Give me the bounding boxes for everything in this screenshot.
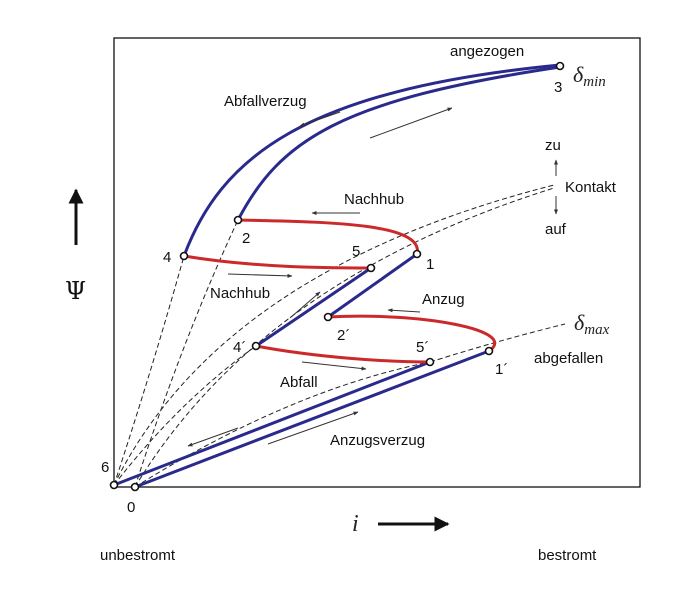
plot-frame	[113, 37, 641, 488]
arrow-abfall	[301, 361, 367, 371]
arrow-anzug	[387, 308, 421, 313]
delta-min-base: δ	[573, 62, 584, 87]
label-point-4prime: 4´	[233, 339, 246, 356]
point-1	[412, 249, 422, 259]
x-axis-symbol: i	[352, 511, 359, 537]
label-abfall: Abfall	[280, 374, 318, 391]
dashed-curves	[113, 184, 566, 488]
point-markers	[109, 61, 565, 492]
point-2	[233, 215, 243, 225]
label-point-1: 1	[426, 256, 434, 273]
label-point-1prime: 1´	[495, 361, 508, 378]
label-anzug: Anzug	[422, 291, 465, 308]
label-auf: auf	[545, 221, 567, 238]
path-6-5prime	[112, 360, 432, 487]
point-4prime	[251, 341, 261, 351]
label-point-5prime: 5´	[416, 339, 429, 356]
label-nachhub-top: Nachhub	[344, 191, 404, 208]
path-2prime-1	[326, 252, 419, 319]
point-3	[555, 61, 565, 71]
path-2prime-1prime	[326, 314, 497, 353]
arrow-abfallverzug	[299, 111, 341, 127]
arrow-lower-left	[187, 427, 239, 447]
point-1prime	[484, 346, 494, 356]
label-kontakt: Kontakt	[565, 179, 617, 196]
label-point-5: 5	[352, 243, 360, 260]
label-zu: zu	[545, 137, 561, 154]
path-4prime-5prime	[254, 344, 432, 364]
point-5prime	[425, 357, 435, 367]
point-4	[179, 251, 189, 261]
arrow-lower-right	[267, 411, 359, 445]
point-5	[366, 263, 376, 273]
label-nachhub-bottom: Nachhub	[210, 285, 270, 302]
label-delta-min: δmin	[573, 62, 606, 90]
label-point-2prime: 2´	[337, 327, 350, 344]
label-point-4: 4	[163, 249, 171, 266]
path-0-1prime	[133, 349, 491, 489]
path-2-3	[236, 65, 562, 222]
dashed-kontakt-inner	[134, 187, 555, 488]
hysteresis-paths	[182, 218, 497, 364]
main-paths	[112, 63, 562, 489]
label-point-3: 3	[554, 79, 562, 96]
label-abgefallen: abgefallen	[534, 350, 603, 367]
arrow-nachhub-bottom	[227, 273, 293, 278]
direction-arrows	[187, 107, 558, 447]
arrow-nachhub-diag	[289, 291, 321, 319]
point-6	[109, 480, 119, 490]
delta-max-sub: max	[584, 322, 609, 338]
label-delta-max: δmax	[574, 310, 610, 338]
dashed-curve-6-4	[113, 255, 185, 486]
point-2prime	[323, 312, 333, 322]
label-angezogen: angezogen	[450, 43, 524, 60]
dashed-curve-0-2	[134, 219, 239, 488]
label-abfallverzug: Abfallverzug	[224, 93, 307, 110]
path-4-5	[182, 254, 373, 270]
path-5-1	[254, 266, 373, 348]
point-0	[130, 482, 140, 492]
dashed-curve-6-4prime	[113, 345, 257, 486]
label-unbestromt: unbestromt	[100, 547, 176, 564]
dashed-lower	[134, 361, 431, 488]
label-point-0: 0	[127, 499, 135, 516]
arrow-anzugsverzug-upper	[369, 107, 453, 139]
delta-max-base: δ	[574, 310, 585, 335]
dashed-kontakt-outer	[113, 184, 555, 486]
label-anzugsverzug: Anzugsverzug	[330, 432, 425, 449]
label-point-6: 6	[101, 459, 109, 476]
y-axis-symbol: Ψ	[65, 277, 86, 305]
path-4-3	[182, 63, 562, 258]
path-2-1	[236, 218, 419, 256]
label-point-2: 2	[242, 230, 250, 247]
delta-min-sub: min	[583, 74, 606, 90]
label-bestromt: bestromt	[538, 547, 597, 564]
